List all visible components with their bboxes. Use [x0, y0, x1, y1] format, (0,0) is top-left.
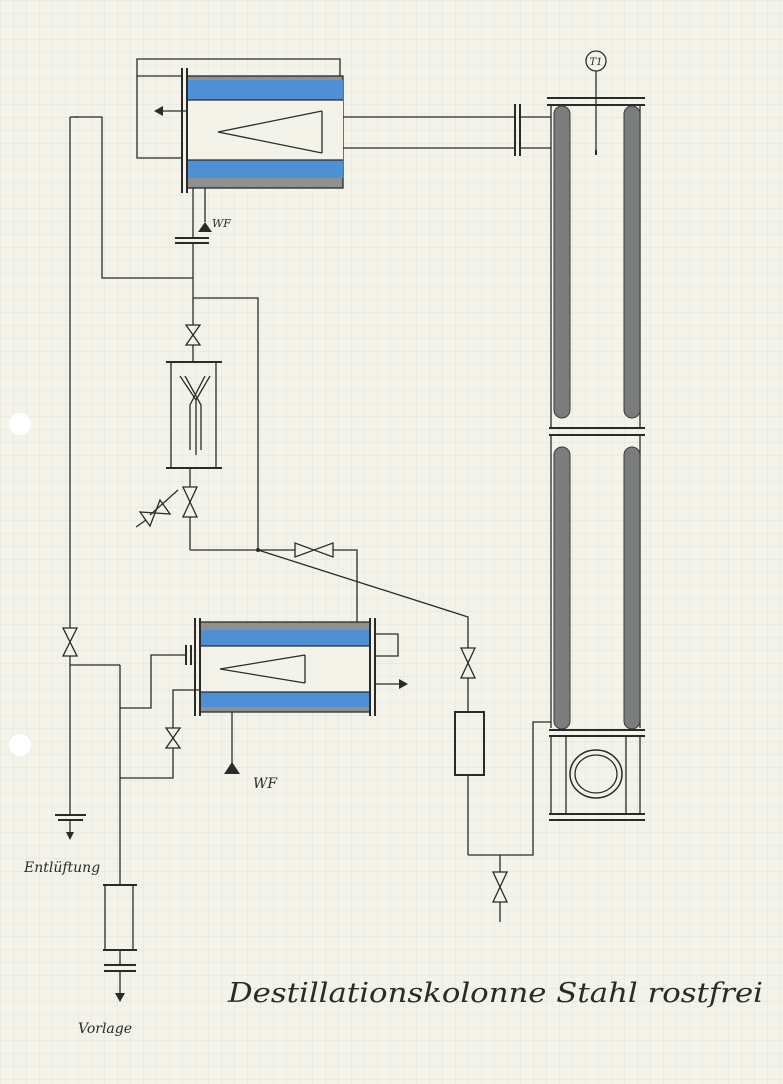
valve-drain-angled [135, 489, 179, 528]
wf-top-label: WF [212, 217, 231, 230]
valve-right [459, 647, 477, 679]
bottom-cooling-outlet-arrow [399, 679, 408, 689]
thermometer-t1: T1 [585, 50, 607, 155]
wf-inlet-bottom: WF [224, 712, 278, 792]
reflux-divider [166, 361, 222, 469]
valve-horizontal [294, 542, 334, 558]
valve-bottom-right [491, 871, 509, 903]
cooling-water-outlet-arrow [154, 106, 163, 116]
punch-hole-bottom [9, 734, 31, 756]
product-receiver: Vorlage [78, 884, 137, 1037]
wf-top-triangle-icon [198, 222, 212, 232]
bottom-condenser [194, 618, 408, 716]
left-piping [70, 645, 200, 885]
top-condenser [136, 58, 344, 193]
drawing-title: Destillationskolonne Stahl rostfrei [227, 978, 763, 1009]
vapour-line [340, 104, 551, 156]
wf-inlet-top: WF [198, 188, 231, 232]
thermometer-label: T1 [589, 57, 602, 68]
wf-bottom-triangle-icon [224, 762, 240, 774]
wf-bottom-label: WF [253, 776, 278, 792]
valve-mid [181, 486, 199, 518]
punch-hole-top [9, 413, 31, 435]
intermediate-receiver [454, 711, 485, 776]
valve-top [184, 324, 202, 346]
vent-label: Entlüftung [23, 860, 100, 876]
vent-line: Entlüftung [23, 116, 100, 876]
distillation-column [547, 97, 645, 821]
condensate-line [75, 116, 259, 550]
receiver-label: Vorlage [78, 1021, 132, 1037]
